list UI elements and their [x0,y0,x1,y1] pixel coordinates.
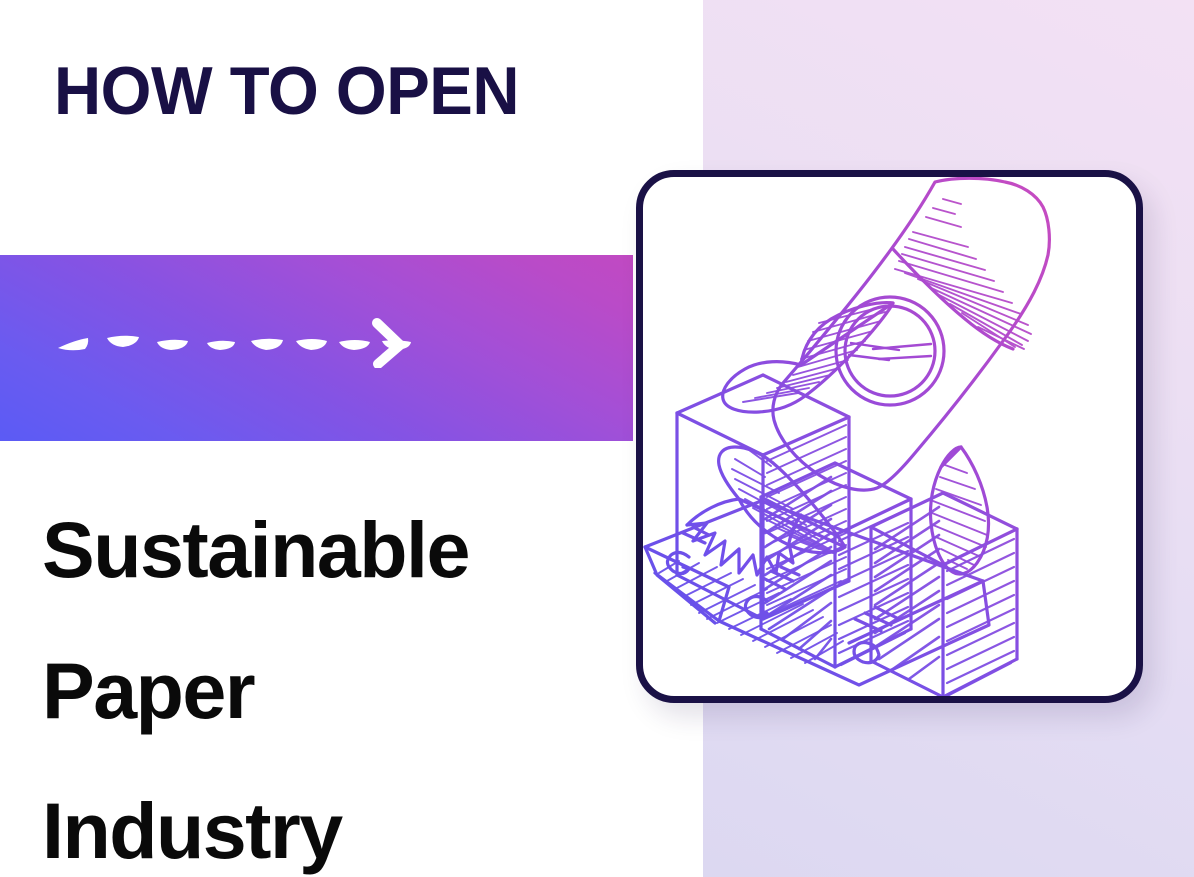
isometric-bar-chart-icon [643,373,1019,696]
plate-marker-1 [665,525,711,576]
page-title-line-3: Industry [42,786,343,876]
rocket-sketch-icon [685,177,1051,577]
page-title: Sustainable Paper Industry [42,480,642,877]
page-title-line-2: Paper [42,645,256,735]
dashed-arrow-right-icon [55,318,415,369]
illustration-card [636,170,1143,703]
page-title-line-1: Sustainable [42,505,470,594]
plate-marker-3 [852,605,901,665]
plate-marker-2 [743,565,801,620]
page-eyebrow-heading: HOW TO OPEN [54,53,520,129]
